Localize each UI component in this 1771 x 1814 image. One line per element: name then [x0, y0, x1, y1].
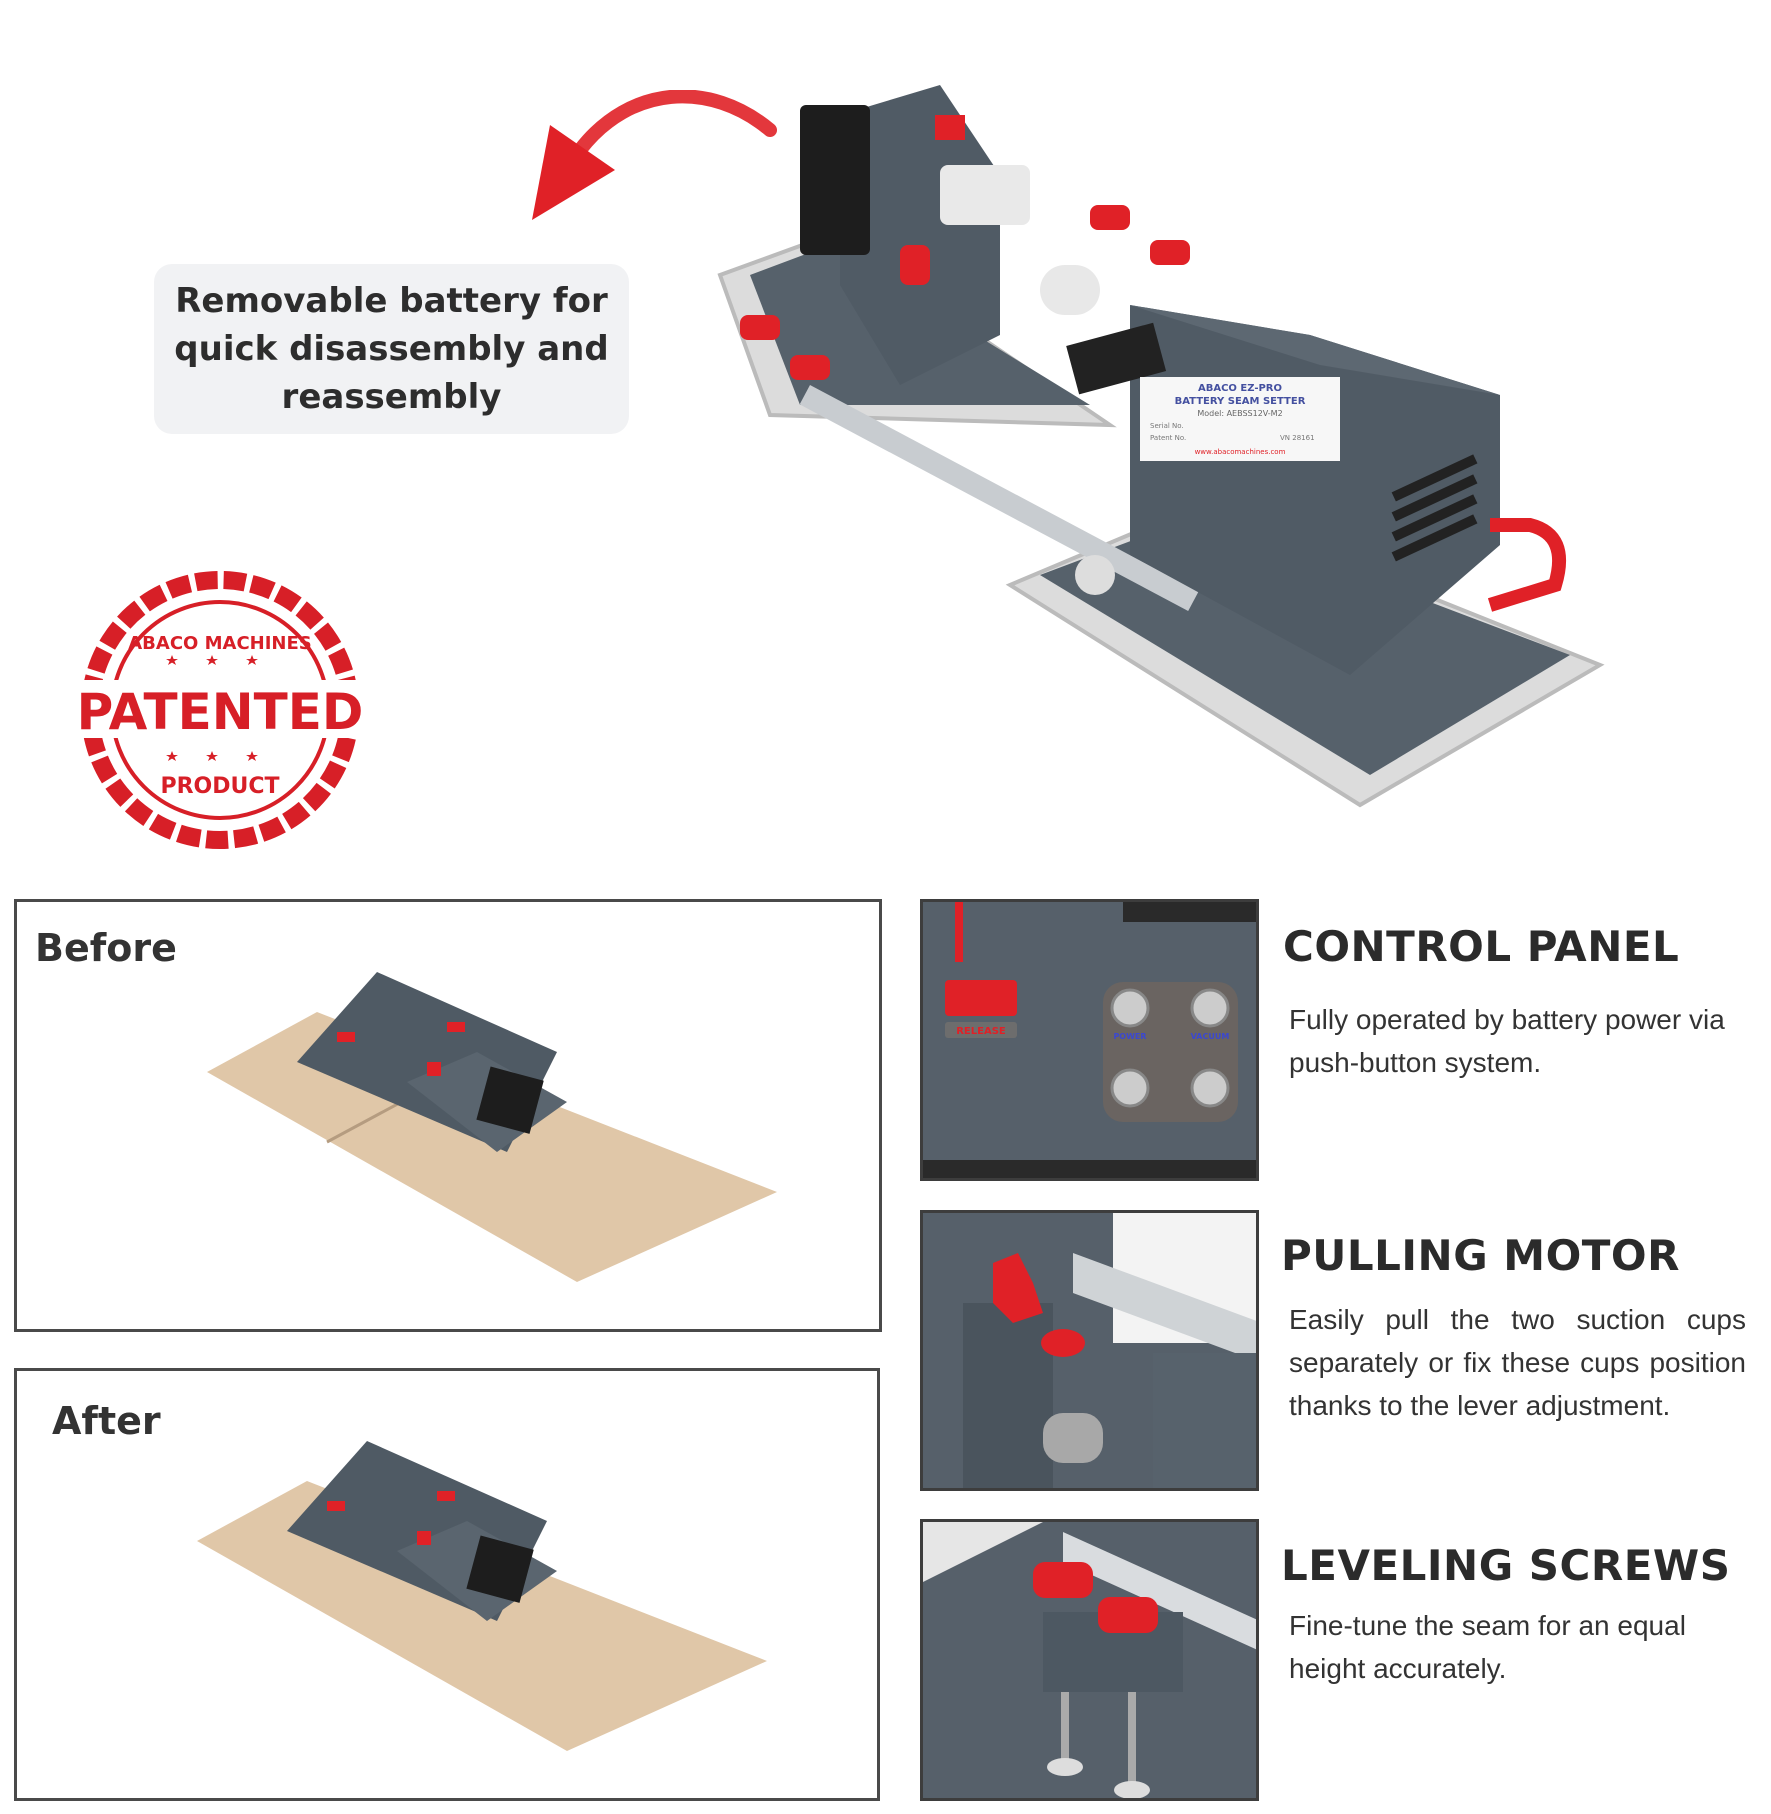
after-label: After	[52, 1399, 161, 1443]
leveling-screws-image	[920, 1519, 1259, 1801]
power-label: POWER	[1113, 1032, 1146, 1041]
leveling-screws-description: Fine-tune the seam for an equal height a…	[1289, 1610, 1686, 1684]
patented-stamp: ABACO MACHINES PATENTED PRODUCT	[70, 571, 370, 849]
leveling-screws-title: LEVELING SCREWS	[1281, 1541, 1731, 1590]
label-vn: VN 28161	[1280, 434, 1315, 442]
pulling-motor-image	[920, 1210, 1259, 1491]
after-panel: After	[14, 1368, 880, 1801]
stamp-top-text: ABACO MACHINES	[128, 633, 312, 654]
seam-setter-machine-image: ABACO EZ-PRO BATTERY SEAM SETTER Model: …	[717, 85, 1605, 808]
label-website: www.abacomachines.com	[1195, 448, 1286, 456]
label-serial: Serial No.	[1150, 422, 1184, 430]
curved-arrow-icon	[532, 90, 777, 220]
before-image	[207, 972, 777, 1282]
release-label: RELEASE	[956, 1026, 1006, 1037]
callout-text: Removable battery for quick disassembly …	[174, 281, 609, 417]
before-panel: Before	[14, 899, 882, 1332]
before-label: Before	[35, 926, 177, 970]
after-image	[197, 1441, 767, 1751]
label-line2: BATTERY SEAM SETTER	[1175, 396, 1306, 407]
control-panel-image: RELEASE POWER VACUUM	[920, 899, 1259, 1181]
pulling-motor-description: Easily pull the two suction cups separat…	[1289, 1304, 1746, 1421]
control-panel-description: Fully operated by battery power via push…	[1289, 1004, 1725, 1078]
vacuum-label: VACUUM	[1191, 1032, 1230, 1041]
label-patent: Patent No.	[1150, 434, 1186, 442]
label-model: Model: AEBSS12V-M2	[1197, 409, 1282, 418]
stamp-bottom-text: PRODUCT	[160, 774, 279, 799]
battery-callout: Removable battery for quick disassembly …	[154, 264, 629, 434]
control-panel-title: CONTROL PANEL	[1283, 922, 1680, 971]
label-line1: ABACO EZ-PRO	[1198, 383, 1282, 394]
pulling-motor-title: PULLING MOTOR	[1281, 1231, 1680, 1280]
stamp-main-text: PATENTED	[77, 683, 364, 741]
